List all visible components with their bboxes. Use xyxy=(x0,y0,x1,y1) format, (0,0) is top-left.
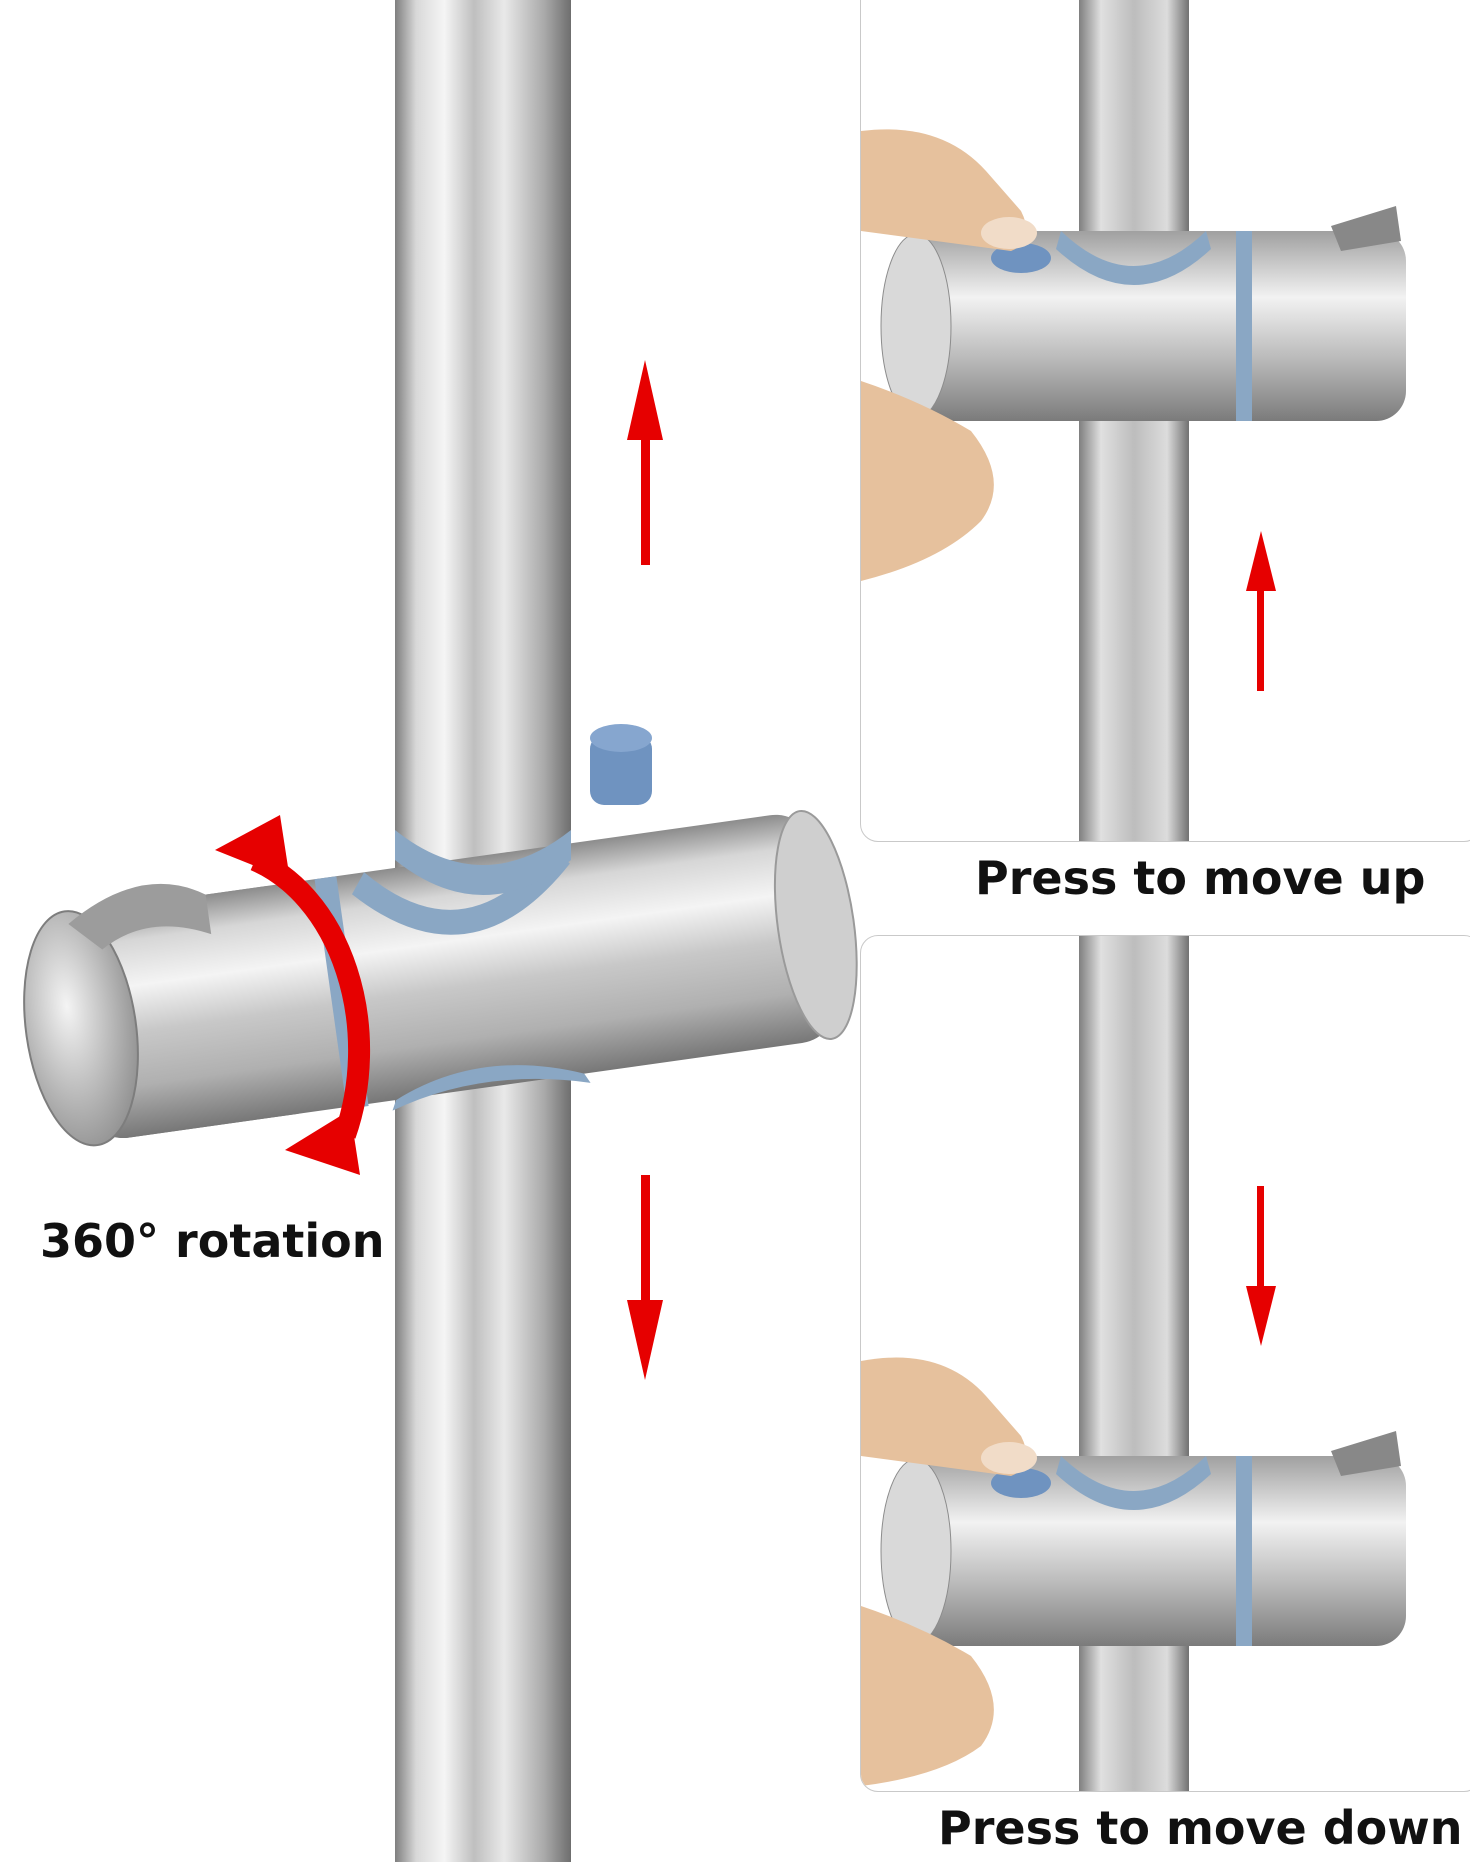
panel-move-down xyxy=(860,935,1470,1792)
hand-icon xyxy=(861,129,1037,581)
panel-move-up xyxy=(860,0,1470,842)
panel-up-illustration xyxy=(861,0,1406,841)
rotation-label: 360° rotation xyxy=(40,1214,385,1268)
hand-icon xyxy=(861,1357,1037,1786)
rotation-arrow xyxy=(215,815,371,1175)
main-arrow-down-icon xyxy=(627,1175,663,1380)
panel-down-arrow-icon xyxy=(1246,1186,1276,1346)
panel-up-caption: Press to move up xyxy=(975,851,1426,905)
panel-down-clamp xyxy=(880,1431,1406,1646)
panel-up-arrow-icon xyxy=(1246,531,1276,691)
panel-up-clamp xyxy=(880,206,1406,421)
panel-down-illustration xyxy=(861,936,1406,1791)
release-button xyxy=(590,724,652,805)
main-arrow-up-icon xyxy=(627,360,663,565)
panel-down-caption: Press to move down xyxy=(938,1801,1463,1855)
main-illustration xyxy=(23,0,858,1862)
